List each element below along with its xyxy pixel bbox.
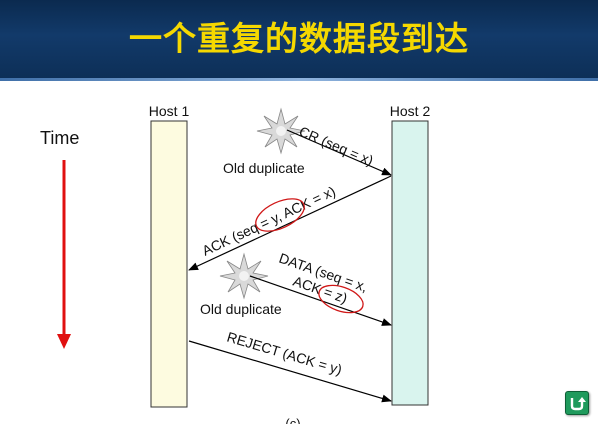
cr-message-label: CR (seq = x) xyxy=(297,123,376,169)
starburst-icon xyxy=(219,252,269,300)
time-label: Time xyxy=(40,128,79,148)
seq-y-highlight xyxy=(255,198,305,232)
figure-caption: (c) xyxy=(285,416,300,424)
title-divider xyxy=(0,78,598,81)
slide-title: 一个重复的数据段到达 xyxy=(129,19,469,58)
old-duplicate-label-1: Old duplicate xyxy=(223,160,305,176)
return-button[interactable] xyxy=(565,391,589,415)
ack-message-arrow xyxy=(188,175,392,271)
cr-message-arrow xyxy=(286,129,392,176)
old-duplicate-label-2: Old duplicate xyxy=(200,301,282,317)
time-arrow xyxy=(57,160,71,349)
return-arrow-icon xyxy=(570,397,586,411)
host2-label: Host 2 xyxy=(390,103,431,119)
host2-timeline-bar xyxy=(391,120,429,406)
ack-message-label: ACK (seq = y, ACK = x) xyxy=(200,183,338,259)
reject-message-arrow xyxy=(188,340,392,403)
reject-message-label: REJECT (ACK = y) xyxy=(225,329,344,378)
title-bar xyxy=(0,0,598,78)
host1-timeline-bar xyxy=(150,120,188,408)
data-message-arrow xyxy=(249,275,392,326)
starburst-icon xyxy=(256,107,306,155)
host1-label: Host 1 xyxy=(149,103,190,119)
ack-z-highlight xyxy=(318,284,364,314)
